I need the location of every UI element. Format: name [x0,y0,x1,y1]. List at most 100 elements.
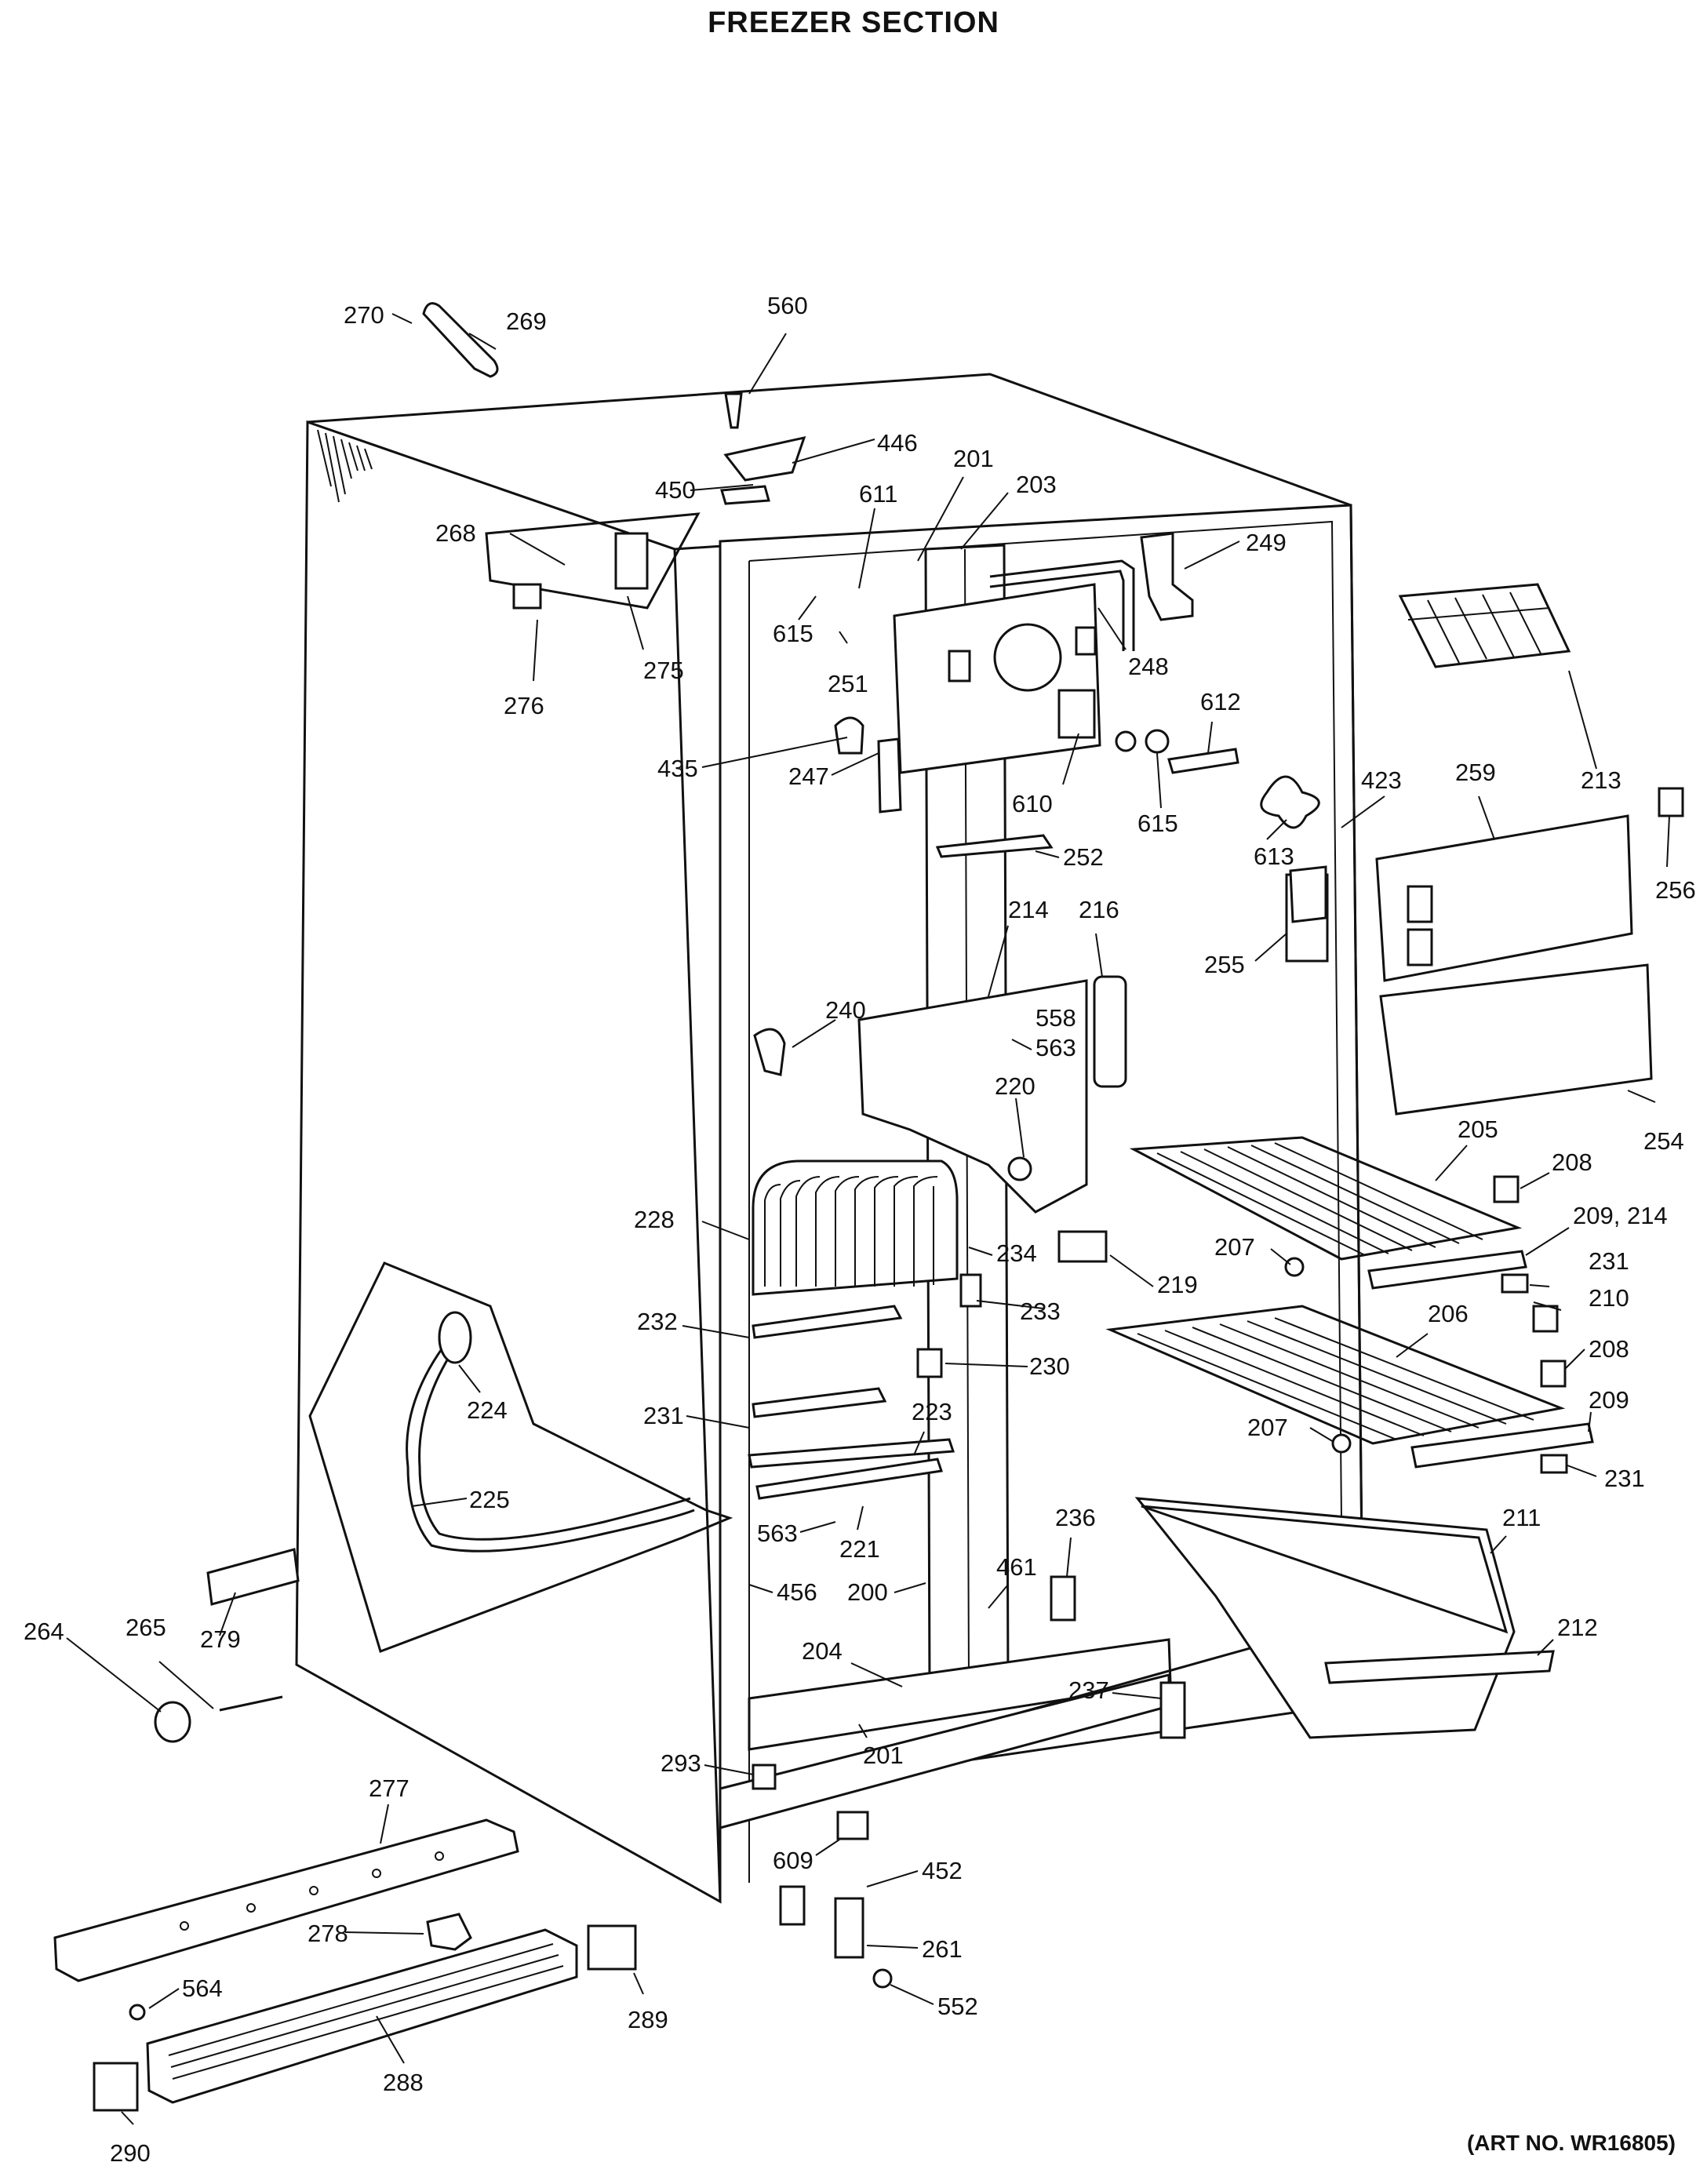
callout-279: 279 [200,1625,241,1653]
loose-parts-lower-left [93,1548,637,2112]
callout-213: 213 [1581,766,1621,794]
callout-615-right: 615 [1137,810,1178,837]
drain-trough-parts [748,1305,955,1500]
freezer-cabinet [295,373,1366,1904]
callout-201-bottom: 201 [863,1742,904,1769]
callout-611: 611 [859,480,897,508]
callout-452: 452 [922,1857,963,1884]
callout-276: 276 [504,692,544,719]
clips-and-hardware [752,787,1684,1989]
callout-293: 293 [661,1749,701,1777]
callout-563-top: 563 [1035,1034,1076,1061]
callout-423: 423 [1361,766,1402,794]
callout-leaders [66,313,1670,2125]
callout-225: 225 [469,1486,510,1513]
freezer-basket [1134,1497,1555,1739]
callout-450: 450 [655,476,696,504]
callout-435: 435 [657,755,698,782]
page-title: FREEZER SECTION [708,6,999,39]
toe-grille [146,1928,578,2104]
art-number: (ART NO. WR16805) [1466,2131,1676,2155]
callout-207-mid: 207 [1247,1414,1288,1441]
callout-205: 205 [1458,1116,1498,1143]
wire-shelves [1105,1136,1594,1469]
callout-289: 289 [628,2006,668,2033]
callout-252: 252 [1063,843,1104,871]
callout-211: 211 [1502,1504,1541,1531]
callout-203: 203 [1016,471,1057,498]
callout-461: 461 [996,1553,1037,1581]
callout-237: 237 [1068,1676,1109,1704]
callout-210: 210 [1589,1284,1629,1312]
shroud-plate [857,979,1088,1214]
callout-231-bottom: 231 [1604,1465,1645,1492]
callout-254: 254 [1643,1127,1684,1155]
fan-motor-parts [753,689,1329,1088]
callout-615-left: 615 [773,620,813,647]
callout-456: 456 [777,1578,817,1606]
callout-269: 269 [506,308,547,335]
callout-221: 221 [839,1535,880,1563]
callout-204: 204 [802,1637,843,1665]
callout-264: 264 [24,1618,64,1645]
callout-207-top: 207 [1214,1233,1255,1261]
callout-248: 248 [1128,653,1169,680]
callout-206: 206 [1428,1300,1469,1327]
callout-288: 288 [383,2069,424,2096]
evaporator-coil [752,1159,959,1296]
callout-558: 558 [1035,1004,1076,1032]
callout-261: 261 [922,1935,963,1963]
callout-233: 233 [1020,1298,1061,1325]
callout-259: 259 [1455,759,1496,786]
drain-tube-panel [308,1261,733,1653]
callout-208-top: 208 [1552,1148,1592,1176]
callout-268: 268 [435,519,476,547]
callout-219: 219 [1157,1271,1198,1298]
callout-612: 612 [1200,688,1241,715]
callout-275: 275 [643,657,684,684]
callout-234: 234 [996,1239,1037,1267]
callout-232: 232 [637,1308,678,1335]
callout-230: 230 [1029,1352,1070,1380]
callout-609: 609 [773,1847,813,1874]
callout-610: 610 [1012,790,1053,817]
callout-256: 256 [1655,876,1696,904]
callout-255: 255 [1204,951,1245,978]
callout-265: 265 [126,1614,166,1641]
ice-tray [1398,583,1571,668]
callout-247: 247 [788,763,829,790]
callout-552: 552 [937,1993,978,2020]
callout-446: 446 [877,429,918,457]
callout-224: 224 [467,1396,508,1424]
ice-bucket-bin [1289,814,1653,1116]
callout-212: 212 [1557,1614,1598,1641]
callout-214: 214 [1008,896,1049,923]
callout-209: 209 [1589,1386,1629,1414]
callout-200: 200 [847,1578,888,1606]
callout-613: 613 [1254,843,1294,870]
callout-labels: 270 269 560 446 450 201 203 611 268 249 … [24,292,1696,2167]
callout-201-top: 201 [953,445,994,472]
callout-209-214: 209, 214 [1573,1202,1668,1229]
base-rail [53,1818,519,1982]
evaporator-cover [893,583,1101,774]
callout-564: 564 [182,1975,223,2002]
callout-240: 240 [825,996,866,1024]
callout-278: 278 [308,1920,348,1947]
callout-236: 236 [1055,1504,1096,1531]
callout-249: 249 [1246,529,1287,556]
callout-270: 270 [344,301,384,329]
callout-223: 223 [912,1398,952,1425]
callout-290: 290 [110,2139,151,2167]
callout-560: 560 [767,292,808,319]
defrost-heater-tube [989,559,1135,651]
callout-216: 216 [1079,896,1119,923]
top-parts [422,302,1194,621]
callout-277: 277 [369,1774,409,1802]
callout-563-bottom: 563 [757,1520,798,1547]
callout-231-mid: 231 [643,1402,684,1429]
callout-228: 228 [634,1206,675,1233]
callout-208-mid: 208 [1589,1335,1629,1363]
callout-251: 251 [828,670,868,697]
